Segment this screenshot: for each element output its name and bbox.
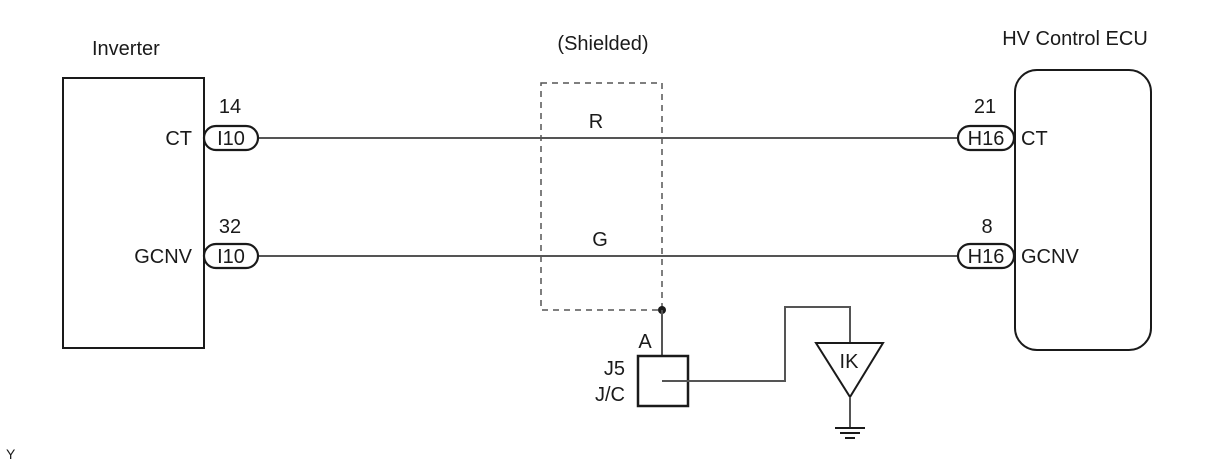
wire-ct-right-pin: 21 xyxy=(974,96,996,118)
ground-wire xyxy=(662,306,851,382)
connector-h16-ct xyxy=(956,124,1016,152)
ground-icon xyxy=(835,427,865,439)
wire-ct-color: R xyxy=(589,111,603,133)
shield-label: (Shielded) xyxy=(557,33,648,55)
connector-i10-ct-label: I10 xyxy=(217,128,245,150)
wire-gcnv-right-pin: 8 xyxy=(981,216,992,238)
ground-point-label: IK xyxy=(840,351,860,373)
junction-type: J/C xyxy=(595,384,625,406)
connector-i10-ct xyxy=(202,124,260,152)
connector-h16-gcnv xyxy=(956,242,1016,270)
inverter-box xyxy=(62,77,205,349)
inverter-gcnv-pin-label: GCNV xyxy=(134,246,192,268)
connector-h16-ct-label: H16 xyxy=(968,128,1005,150)
wire-gcnv-left-pin: 32 xyxy=(219,216,241,238)
connector-i10-gcnv-label: I10 xyxy=(217,246,245,268)
junction-pin-label: A xyxy=(638,331,652,353)
inverter-label: Inverter xyxy=(92,38,160,60)
corner-mark: Y xyxy=(6,446,16,462)
connector-i10-gcnv xyxy=(202,242,260,270)
shield-box xyxy=(540,82,663,311)
ecu-label: HV Control ECU xyxy=(1002,28,1148,50)
connector-h16-gcnv-label: H16 xyxy=(968,246,1005,268)
inverter-ct-pin-label: CT xyxy=(165,128,192,150)
ecu-box xyxy=(1014,69,1152,351)
junction-name: J5 xyxy=(604,358,625,380)
wire-gcnv-color: G xyxy=(592,229,608,251)
ecu-ct-pin-label: CT xyxy=(1021,128,1048,150)
wire-ct-left-pin: 14 xyxy=(219,96,241,118)
ground-point-symbol xyxy=(814,342,885,399)
ecu-gcnv-pin-label: GCNV xyxy=(1021,246,1079,268)
